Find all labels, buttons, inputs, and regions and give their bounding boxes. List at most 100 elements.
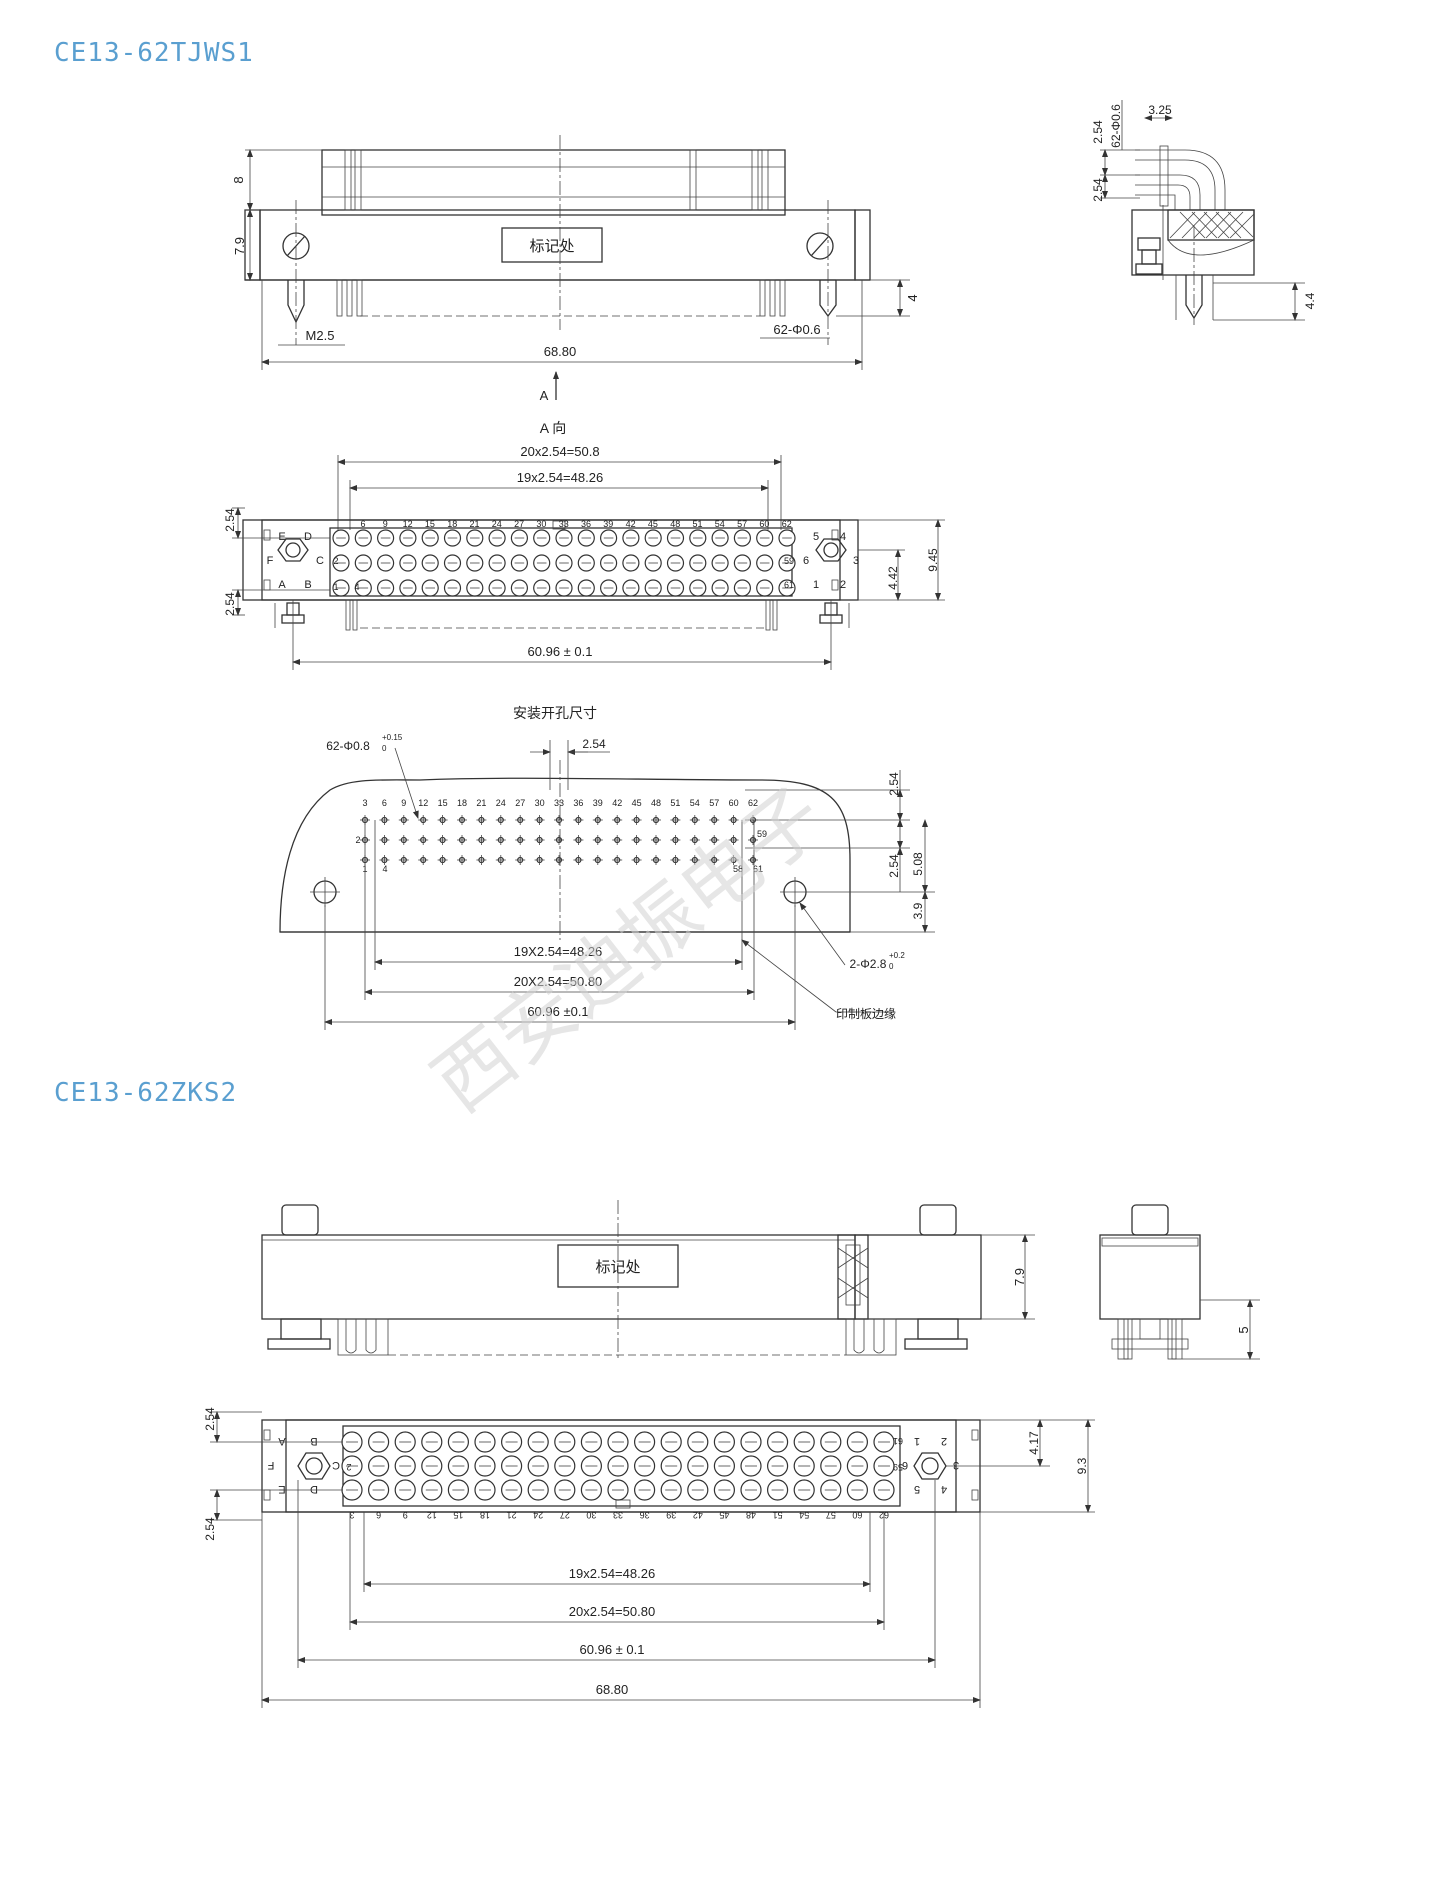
front-col-label: 27 (514, 519, 524, 529)
front-letter-c: C (316, 555, 324, 567)
bottom-col-label: 27 (560, 1510, 570, 1520)
section-title-1: CE13-62TJWS1 (54, 38, 254, 68)
bottom-col-label: 33 (613, 1510, 623, 1520)
front-h-4-42: 4.42 (886, 566, 900, 590)
hole-tol-up: +0.15 (382, 733, 403, 742)
front-h-9-45: 9.45 (926, 548, 940, 572)
pcb-pin-58: 58 (733, 864, 743, 874)
front-col-label: 51 (692, 519, 702, 529)
bottom-end-view: 5 (1099, 1204, 1260, 1360)
front-col-label: 62 (782, 519, 792, 529)
pcb-col-label: 15 (438, 798, 448, 808)
front-letter-e: E (278, 531, 285, 543)
pcb-col-label: 27 (515, 798, 525, 808)
front-pin-59: 59 (784, 556, 794, 566)
bottom-width: 68.80 (596, 1682, 629, 1697)
mount-hole-size: 2-Φ2.8 (850, 957, 887, 971)
side-dim-2-54-a: 2.54 (1091, 120, 1105, 144)
pcb-pin-59: 59 (757, 829, 767, 839)
front-pin-grid (332, 529, 796, 597)
dim-4: 4 (905, 294, 920, 301)
pcb-col-label: 12 (418, 798, 428, 808)
bottom-col-label: 36 (640, 1510, 650, 1520)
bottom-col-label: 30 (586, 1510, 596, 1520)
bottom-num-6: 6 (902, 1459, 908, 1471)
dim-width-top: 68.80 (544, 344, 577, 359)
bottom-letter-a: A (278, 1435, 286, 1447)
front-col-label: 30 (536, 519, 546, 529)
front-num-5: 5 (813, 531, 819, 543)
front-col-label: 57 (737, 519, 747, 529)
bottom-col-label: 15 (453, 1510, 463, 1520)
pcb-col-label: 54 (690, 798, 700, 808)
bottom-col-label: 21 (507, 1510, 517, 1520)
bottom-col-label: 60 (852, 1510, 862, 1520)
pcb-col-label: 39 (593, 798, 603, 808)
hole-span-19: 19X2.54=48.26 (514, 944, 603, 959)
pcb-pin-61: 61 (753, 864, 763, 874)
bottom-num-2: 2 (941, 1435, 947, 1447)
pcb-col-label: 42 (612, 798, 622, 808)
marking-label-2: 标记处 (595, 1259, 640, 1276)
front-col-label: 15 (425, 519, 435, 529)
bottom-col-label: 57 (826, 1510, 836, 1520)
bottom-num-4: 4 (941, 1483, 947, 1495)
dim-7-9: 7.9 (232, 237, 247, 255)
mounting-title: 安装开孔尺寸 (513, 705, 597, 721)
bottom-mount: 60.96 ± 0.1 (580, 1642, 645, 1657)
front-pin-61: 61 (784, 580, 794, 590)
front-num-2: 2 (840, 579, 846, 591)
bottom-col-label: 24 (533, 1510, 543, 1520)
bottom-pin-61: 61 (893, 1436, 903, 1446)
bottom-col-label: 3 (349, 1510, 354, 1520)
marking-label: 标记处 (529, 238, 574, 255)
dim-m2-5: M2.5 (306, 328, 335, 343)
pcb-col-label: 30 (535, 798, 545, 808)
bottom-pitch-a: 2.54 (203, 1407, 217, 1431)
top-side-view: 标记处 8 7.9 M2.5 4 62-Φ0.6 68.80 A (231, 135, 920, 403)
bottom-letter-f: F (267, 1459, 274, 1471)
front-num-1: 1 (813, 579, 819, 591)
view-a-arrow-label: A (540, 388, 549, 403)
pcb-pin-2: 2 (355, 835, 360, 845)
front-pitch-a: 2.54 (223, 508, 237, 532)
hole-span-20: 20X2.54=50.80 (514, 974, 603, 989)
front-col-label: 33 (559, 519, 569, 529)
bottom-col-label: 42 (693, 1510, 703, 1520)
front-col-label: 48 (670, 519, 680, 529)
dim-pins-top: 62-Φ0.6 (773, 322, 820, 337)
bottom-col-label: 6 (376, 1510, 381, 1520)
side-dim-3-25: 3.25 (1148, 103, 1172, 117)
hole-count: 62-Φ0.8 (326, 739, 370, 753)
hole-v-2-54-a: 2.54 (887, 772, 901, 796)
front-pin-4: 4 (354, 582, 359, 592)
bottom-dim-7-9: 7.9 (1012, 1268, 1027, 1286)
front-col-label: 39 (603, 519, 613, 529)
front-pin-1: 1 (333, 582, 338, 592)
pcb-col-label: 48 (651, 798, 661, 808)
bottom-num-5: 5 (914, 1483, 920, 1495)
front-col-label: 12 (403, 519, 413, 529)
front-letter-a: A (278, 579, 286, 591)
watermark: 西安迪振电子 (417, 771, 840, 1128)
front-col-label: 54 (715, 519, 725, 529)
bottom-h-4-17: 4.17 (1027, 1431, 1041, 1455)
view-a-title: A 向 (540, 420, 566, 436)
pcb-col-label: 9 (401, 798, 406, 808)
front-col-label: 60 (759, 519, 769, 529)
pcb-col-label: 45 (632, 798, 642, 808)
front-num-3: 3 (853, 555, 859, 567)
pcb-col-label: 6 (382, 798, 387, 808)
bottom-pin-grid (341, 1431, 895, 1501)
bottom-col-label: 39 (666, 1510, 676, 1520)
bottom-num-1: 1 (914, 1435, 920, 1447)
hole-v-3-9: 3.9 (911, 902, 925, 919)
bottom-col-label: 51 (773, 1510, 783, 1520)
side-dim-4-4: 4.4 (1303, 292, 1317, 309)
bottom-letter-e: E (278, 1483, 285, 1495)
bottom-col-label: 18 (480, 1510, 490, 1520)
